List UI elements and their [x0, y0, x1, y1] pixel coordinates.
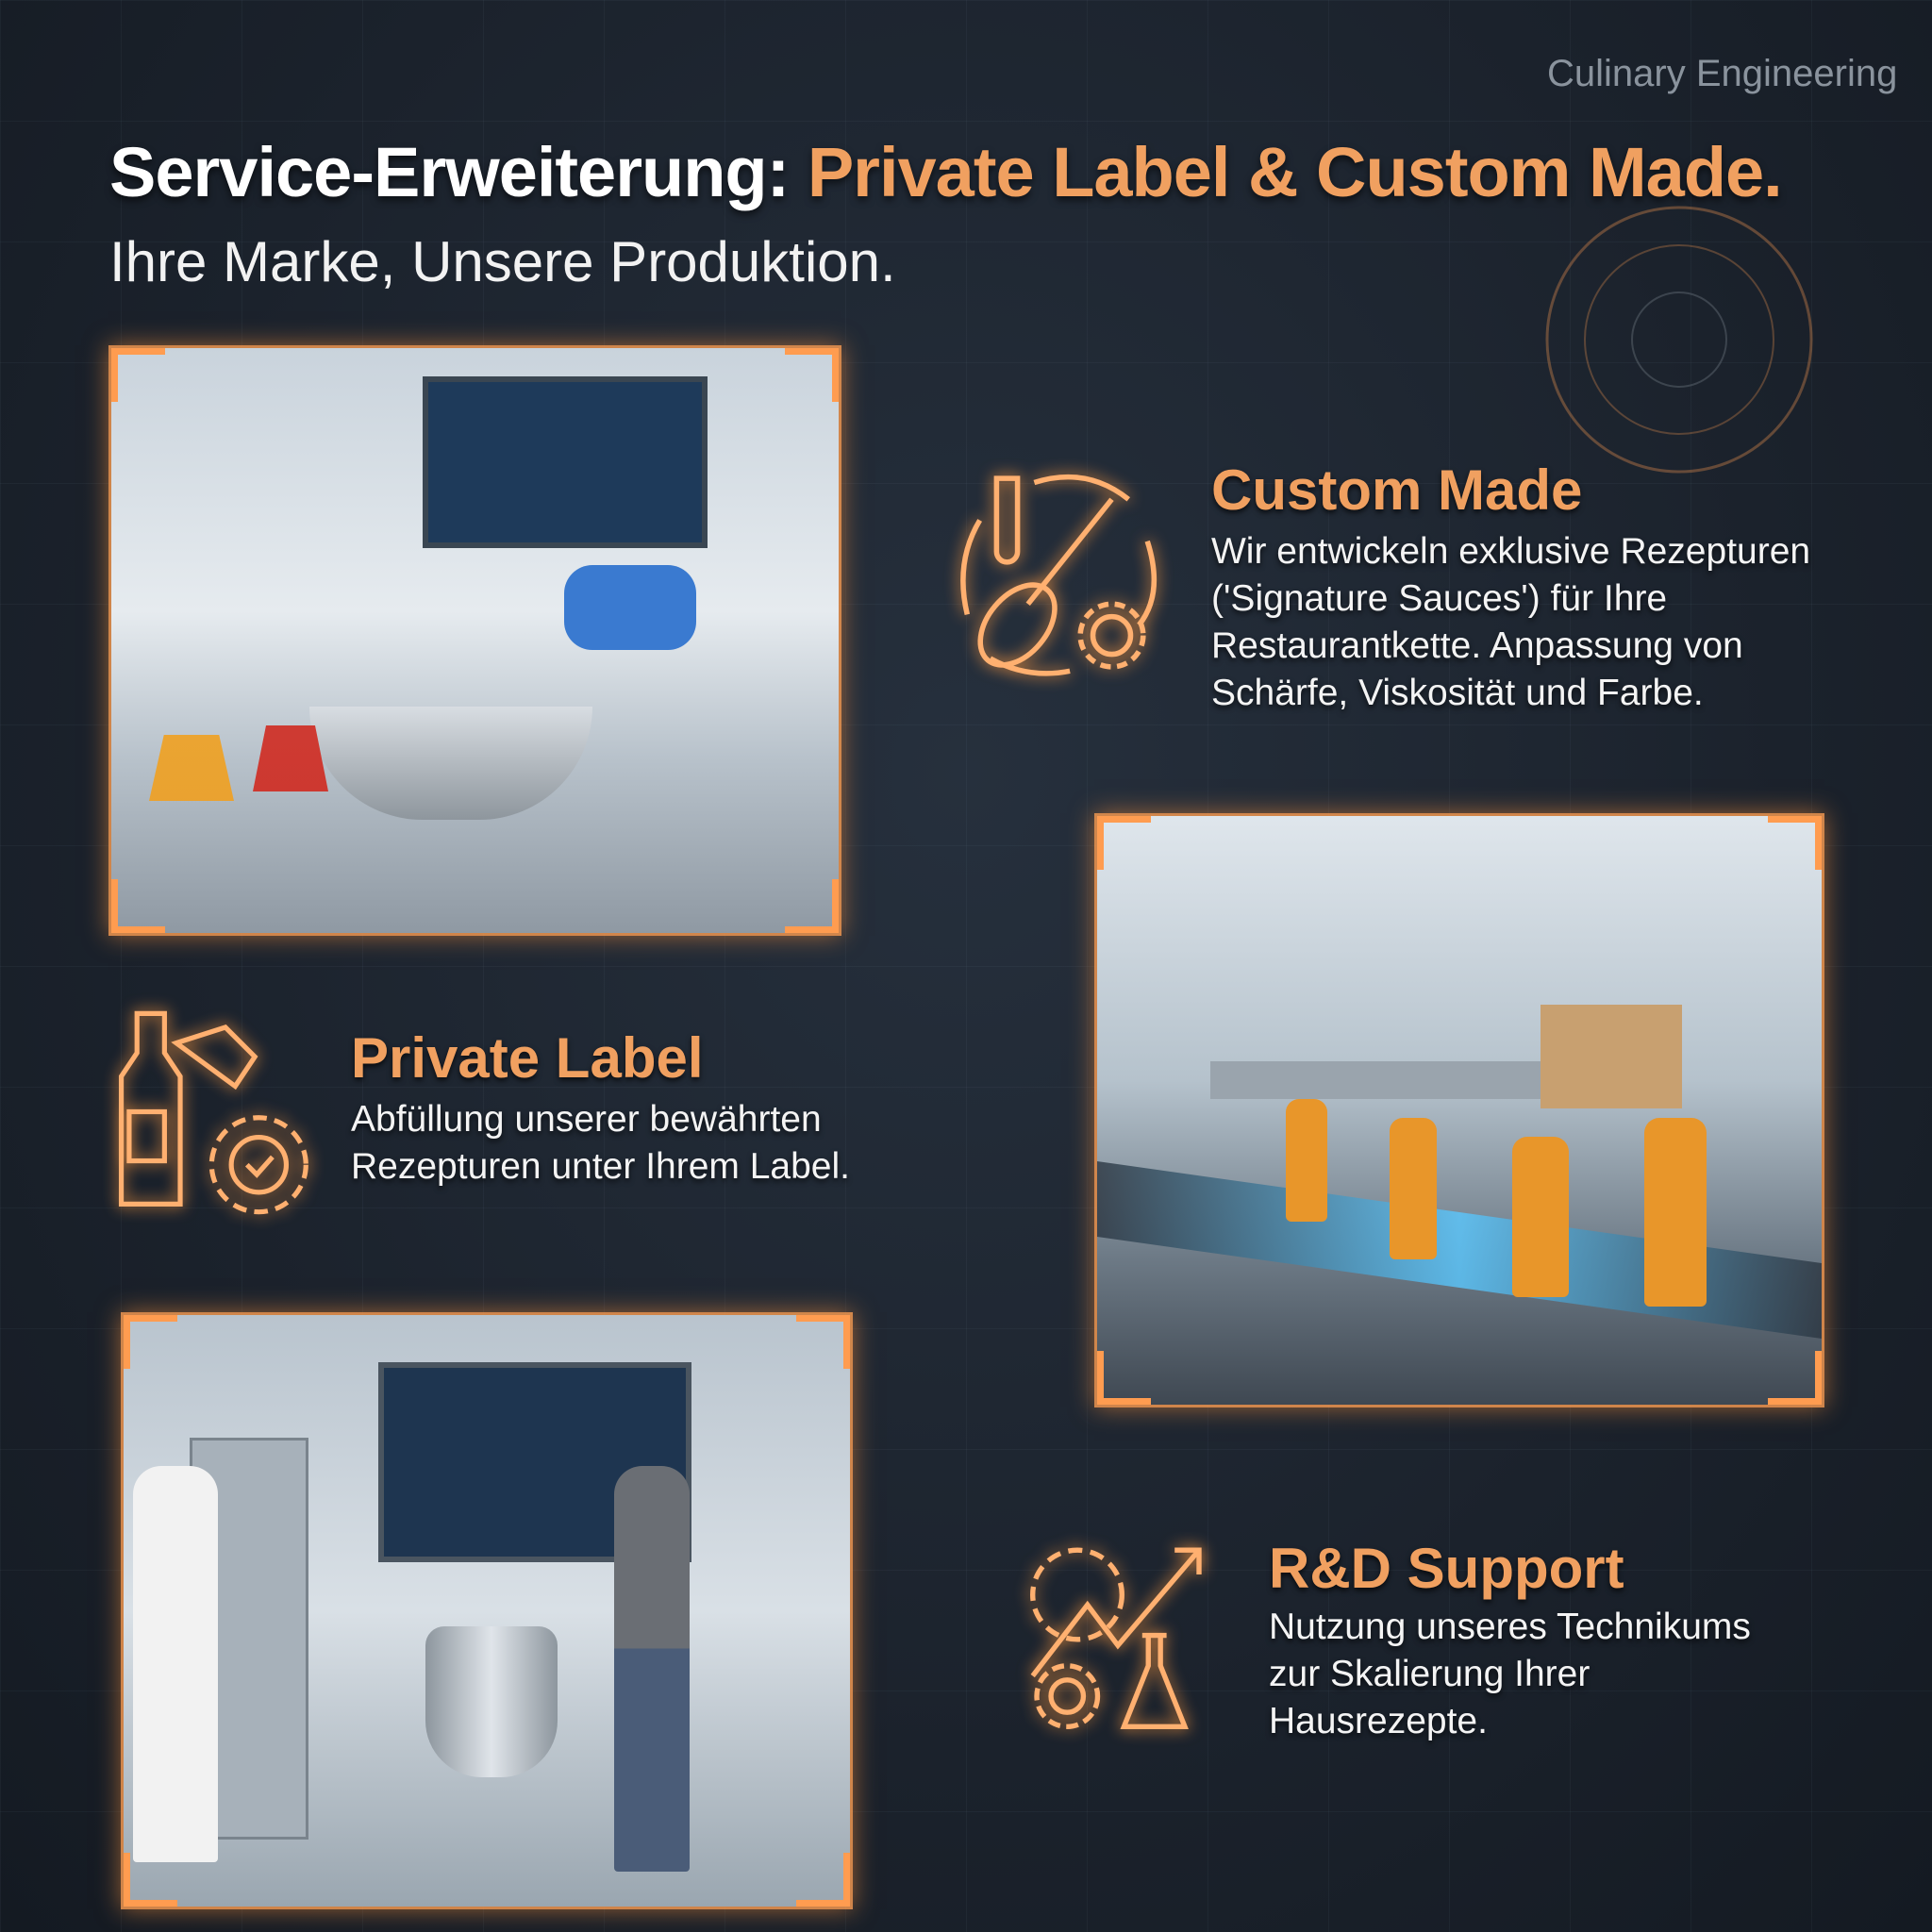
rd-support-description: Nutzung unseres Technikums zur Skalierun…: [1269, 1604, 1751, 1745]
description-line: Hausrezepte.: [1269, 1701, 1488, 1741]
bottling-line-image: [1094, 813, 1824, 1407]
engineer: [614, 1466, 690, 1872]
private-label-description: Abfüllung unserer bewährten Rezepturen u…: [351, 1096, 850, 1191]
page-subtitle: Ihre Marke, Unsere Produktion.: [109, 230, 896, 293]
sauce-bottle: [1644, 1118, 1707, 1307]
sauce-bottle: [1390, 1118, 1437, 1259]
custom-made-description: Wir entwickeln exklusive Rezepturen ('Si…: [1211, 528, 1810, 717]
page-title: Service-Erweiterung: Private Label & Cus…: [109, 132, 1783, 212]
kettle: [425, 1626, 558, 1777]
description-line: Schärfe, Viskosität und Farbe.: [1211, 673, 1704, 713]
description-line: Restaurantkette. Anpassung von: [1211, 625, 1743, 666]
description-line: ('Signature Sauces') für Ihre: [1211, 578, 1668, 619]
description-line: zur Skalierung Ihrer: [1269, 1654, 1591, 1694]
decorative-dial-icon: [1545, 206, 1813, 474]
private-label-heading: Private Label: [351, 1026, 704, 1090]
brand-label: Culinary Engineering: [1547, 53, 1898, 94]
description-line: Rezepturen unter Ihrem Label.: [351, 1146, 850, 1187]
title-accent: Private Label & Custom Made.: [807, 133, 1783, 211]
sauce-bottle: [1512, 1137, 1569, 1297]
description-line: Abfüllung unserer bewährten: [351, 1099, 822, 1140]
chef: [133, 1466, 218, 1862]
pilot-plant-image: [121, 1312, 853, 1909]
molecule-monitor: [423, 376, 708, 548]
filling-machine: [1210, 1061, 1550, 1099]
gloved-hand: [564, 565, 696, 650]
description-line: Nutzung unseres Technikums: [1269, 1607, 1751, 1647]
lab-sauce-image: [108, 345, 841, 936]
description-line: Wir entwickeln exklusive Rezepturen: [1211, 531, 1811, 572]
whisk-gear-flask-icon: [955, 456, 1164, 690]
title-prefix: Service-Erweiterung:: [109, 133, 808, 211]
gear-chart-flask-icon: [1016, 1534, 1220, 1737]
cardboard-box: [1541, 1005, 1682, 1108]
custom-made-heading: Custom Made: [1211, 458, 1583, 522]
sauce-bottle: [1286, 1099, 1327, 1222]
bottle-tag-gear-icon: [117, 1004, 314, 1220]
rd-support-heading: R&D Support: [1269, 1537, 1624, 1600]
